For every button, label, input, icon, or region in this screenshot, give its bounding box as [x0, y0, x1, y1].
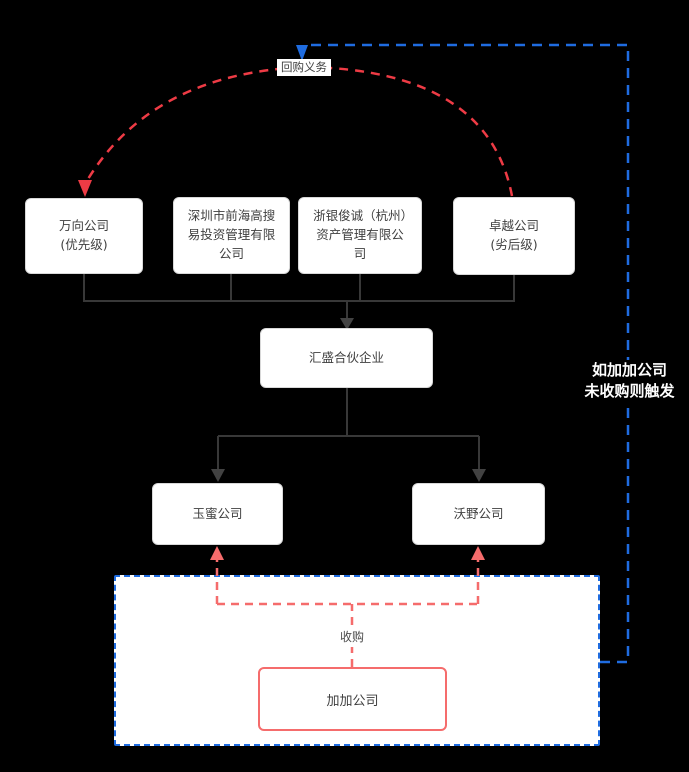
ownership-arrowheads [211, 318, 486, 482]
node-huisheng-partnership[interactable]: 汇盛合伙企业 [260, 328, 433, 388]
trigger-arrowhead [296, 45, 308, 61]
node-zheyin-juncheng-company[interactable]: 浙银俊诚（杭州）资产管理有限公司 [298, 197, 422, 274]
ownership-connectors [83, 274, 515, 471]
trigger-edge [296, 43, 630, 664]
node-jiajia-company[interactable]: 加加公司 [258, 667, 447, 731]
trigger-condition-note: 如加加公司 未收购则触发 [570, 360, 689, 402]
repurchase-arrowhead [78, 180, 92, 197]
node-zhuoyue-company[interactable]: 卓越公司 (劣后级) [453, 197, 575, 275]
repurchase-edge [78, 65, 514, 197]
acquisition-arrowheads [210, 546, 485, 560]
node-woye-company[interactable]: 沃野公司 [412, 483, 545, 545]
node-yumi-company[interactable]: 玉蜜公司 [152, 483, 283, 545]
repurchase-obligation-label: 回购义务 [277, 59, 331, 76]
node-qianhai-gaosouyi-company[interactable]: 深圳市前海高搜易投资管理有限公司 [173, 197, 290, 274]
acquisition-edges [215, 558, 480, 667]
acquisition-label: 收购 [336, 629, 369, 647]
node-wanxiang-company[interactable]: 万向公司 (优先级) [25, 198, 143, 274]
